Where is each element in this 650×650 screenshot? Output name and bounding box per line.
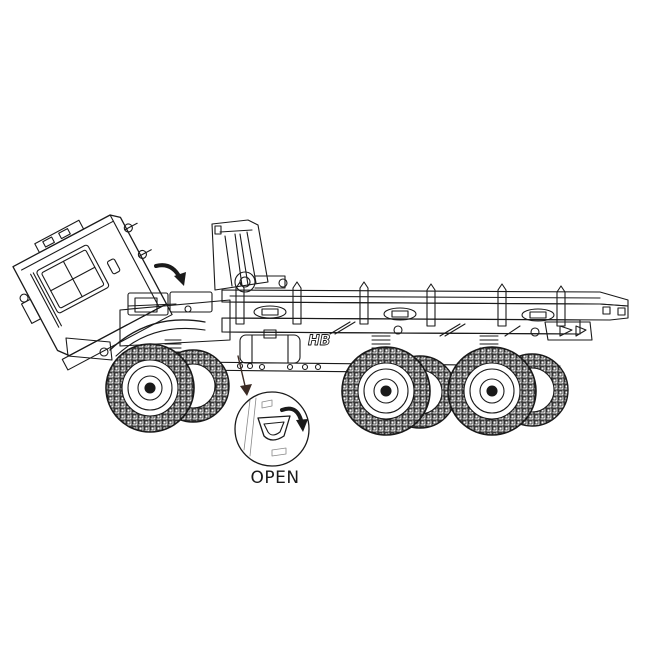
fuel-tank (239, 329, 301, 364)
rotate-arrow-icon (154, 263, 186, 286)
wheel-rear-near (447, 346, 537, 436)
rail-plates (253, 305, 555, 322)
headboard (211, 219, 288, 293)
flatbed (221, 281, 629, 341)
springs (164, 335, 499, 353)
wheel-front-near (105, 343, 195, 433)
pointer-arrow-icon (237, 355, 252, 396)
wheel-mid-near (341, 346, 431, 436)
open-label: OPEN (250, 468, 300, 488)
wheels (105, 343, 569, 436)
cab (12, 214, 173, 371)
magnifier-callout-icon (234, 391, 310, 467)
brand-logo: HB (308, 333, 330, 349)
